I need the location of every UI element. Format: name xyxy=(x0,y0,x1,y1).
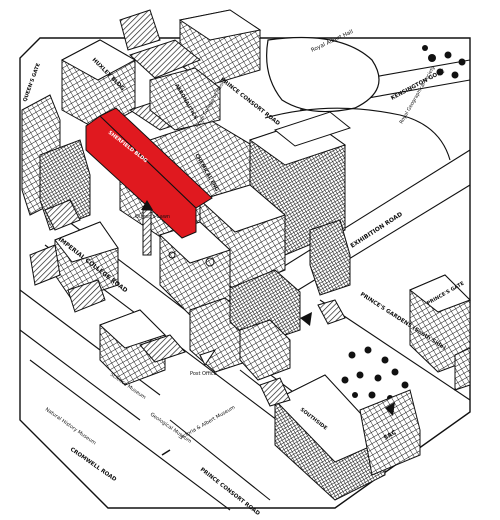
post-office-label: Post Office xyxy=(190,371,217,377)
driveway xyxy=(264,107,451,161)
v-and-a-label: Victoria & Albert Museum xyxy=(178,405,236,442)
highlighted-building-roof xyxy=(99,107,213,209)
markers xyxy=(168,251,215,267)
royal-albert-hall: Royal Albert Hall xyxy=(266,29,380,113)
trees-princes-gardens xyxy=(341,346,409,401)
buildings xyxy=(21,9,471,501)
queens-tower xyxy=(141,200,153,256)
direction-arrows xyxy=(161,312,395,456)
cromwell-road-label: CROMWELL ROAD xyxy=(69,447,118,484)
trees-top-right xyxy=(422,45,466,79)
queens-gate-label: QUEEN'S GATE xyxy=(22,62,42,103)
natural-history-museum-label: Natural History Museum xyxy=(44,407,97,447)
queens-lawn-label: Queen's Lawn xyxy=(135,214,170,220)
geological-museum-label: Geological Museum xyxy=(149,412,193,445)
prince-consort-road-label: PRINCE CONSORT ROAD xyxy=(219,77,281,127)
map-frame xyxy=(19,37,471,509)
